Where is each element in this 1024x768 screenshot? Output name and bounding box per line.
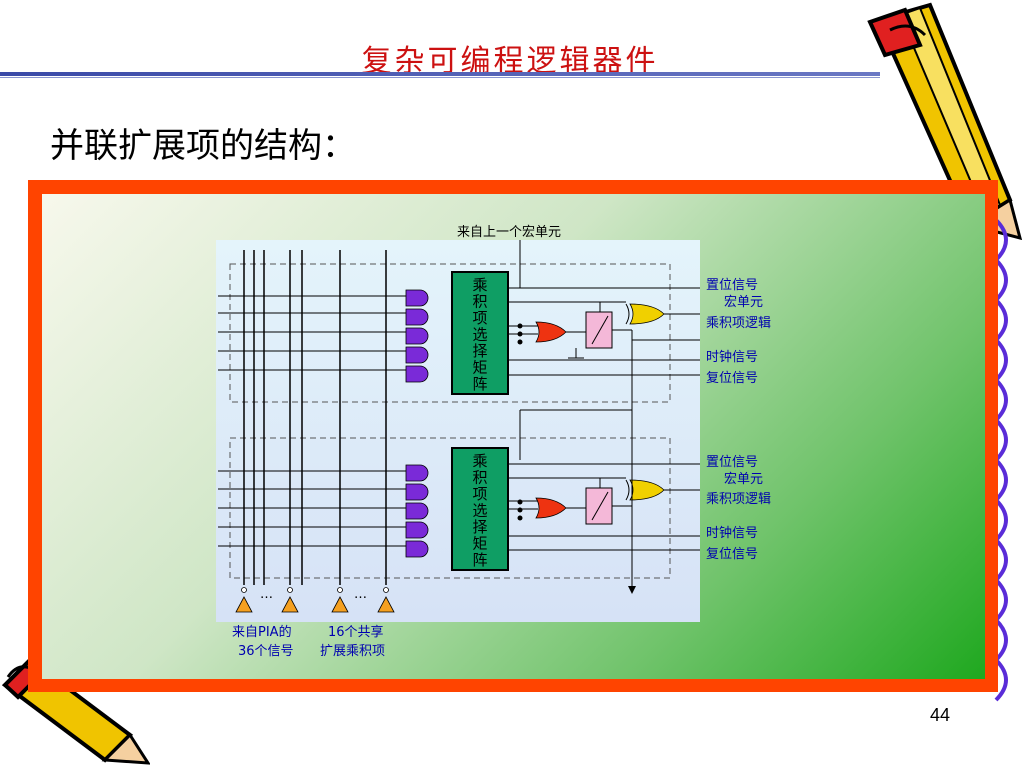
matrix-char: 择 xyxy=(472,342,487,360)
horizontal-lines-bottom xyxy=(218,470,406,547)
cascade-arrow xyxy=(628,586,636,594)
label-macrocell-bottom: 宏单元 xyxy=(724,472,763,487)
register-bottom xyxy=(585,487,613,525)
diagram-box: 乘积项选择矩阵 乘积项选择矩阵 xyxy=(216,240,700,622)
page-number: 44 xyxy=(930,705,951,725)
and-gates-top xyxy=(405,289,429,383)
matrix-char: 积 xyxy=(472,469,487,487)
label-reset-top: 复位信号 xyxy=(706,371,758,386)
register-bottom-mark xyxy=(591,491,609,521)
and-gates-bottom xyxy=(405,464,429,558)
title-rule-thin xyxy=(0,77,880,78)
matrix-char: 择 xyxy=(472,518,487,536)
label-from-prev-macrocell: 来自上一个宏单元 xyxy=(457,225,561,240)
label-pia-line2: 36个信号 xyxy=(238,644,294,659)
xor-gate-bottom xyxy=(629,479,665,501)
xor-gate-top xyxy=(629,303,665,325)
matrix-char: 矩 xyxy=(472,535,487,553)
macrocell-section-top xyxy=(229,263,671,403)
label-product-logic-top: 乘积项逻辑 xyxy=(706,316,771,331)
xor-gate-top-curve xyxy=(625,303,630,325)
matrix-char: 选 xyxy=(472,326,487,344)
expander-dots xyxy=(517,323,523,521)
xor-gate-bottom-curve xyxy=(625,479,630,501)
register-top xyxy=(585,311,613,349)
matrix-outputs-bottom xyxy=(508,463,700,551)
vertical-input-lines xyxy=(243,250,387,585)
matrix-char: 乘 xyxy=(472,452,487,470)
label-reset-bottom: 复位信号 xyxy=(706,547,758,562)
label-set-signal-top: 置位信号 xyxy=(706,278,758,293)
buffer-bubbles xyxy=(241,587,389,593)
label-set-signal-bottom: 置位信号 xyxy=(706,455,758,470)
or-gate-top xyxy=(535,321,567,343)
label-clock-bottom: 时钟信号 xyxy=(706,525,758,541)
matrix-char: 矩 xyxy=(472,359,487,377)
matrix-char: 项 xyxy=(472,309,487,327)
matrix-char: 乘 xyxy=(472,276,487,294)
label-pia-line1: 来自PIA的 xyxy=(232,624,292,640)
product-term-matrix-top xyxy=(451,271,509,395)
or-gate-bottom xyxy=(535,497,567,519)
horizontal-lines-top xyxy=(218,295,406,371)
label-macrocell-top: 宏单元 xyxy=(724,295,763,310)
matrix-char: 项 xyxy=(472,485,487,503)
slide-subtitle: 并联扩展项的结构： xyxy=(50,126,356,166)
register-top-mark xyxy=(591,315,609,345)
label-expander-line1: 16个共享 xyxy=(328,624,384,640)
matrix-char: 积 xyxy=(472,293,487,311)
matrix-char: 选 xyxy=(472,502,487,520)
pencil-top-icon xyxy=(867,2,1023,240)
label-clock-top: 时钟信号 xyxy=(706,349,758,365)
label-expander-line2: 扩展乘积项 xyxy=(320,644,385,659)
matrix-char: 阵 xyxy=(472,375,487,393)
title-rule xyxy=(0,72,880,76)
input-buffers xyxy=(235,596,395,613)
matrix-char: 阵 xyxy=(472,551,487,569)
matrix-outputs-top xyxy=(508,240,700,460)
ellipsis-right: … xyxy=(354,587,367,602)
label-product-logic-bottom: 乘积项逻辑 xyxy=(706,492,771,507)
ellipsis-left: … xyxy=(260,587,273,602)
product-term-matrix-bottom xyxy=(451,447,509,571)
